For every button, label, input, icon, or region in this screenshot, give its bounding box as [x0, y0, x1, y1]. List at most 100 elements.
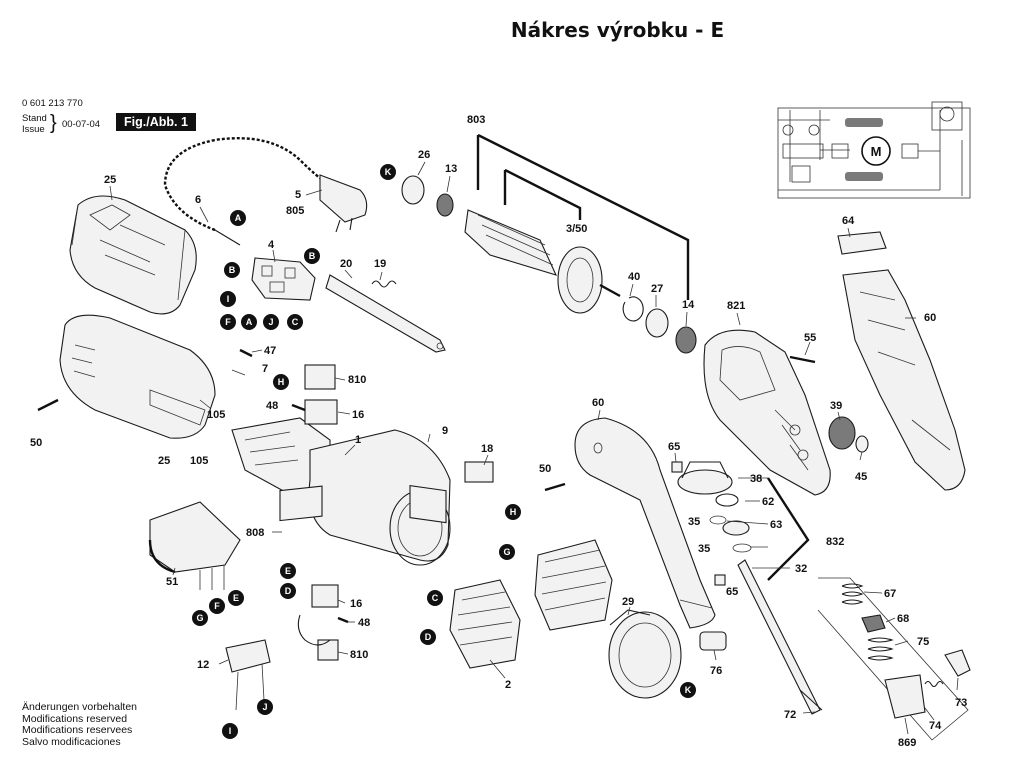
motor-symbol: [861, 136, 891, 166]
brush-holder-16a: [304, 399, 338, 425]
marker: G: [499, 544, 515, 560]
armature-bracket: [476, 133, 690, 300]
part-label: 60: [592, 397, 604, 409]
part-label: 18: [481, 443, 493, 455]
bearing-flange-part: [608, 609, 682, 699]
marker: J: [263, 314, 279, 330]
part-label: 67: [884, 588, 896, 600]
brush-holder-16b: [311, 584, 339, 608]
part-label: 6: [195, 194, 201, 206]
svg-text:D: D: [425, 632, 432, 642]
part-label: 25: [158, 455, 170, 467]
part-label: 55: [804, 332, 816, 344]
part-label: 803: [467, 114, 485, 126]
svg-text:A: A: [235, 213, 242, 223]
part-label: 35: [688, 516, 700, 528]
part-label: 12: [197, 659, 209, 671]
part-label: 7: [262, 363, 268, 375]
part-label: 32: [795, 563, 807, 575]
part-label: 9: [442, 425, 448, 437]
part-label: 65: [668, 441, 680, 453]
marker: I: [220, 291, 236, 307]
screw-55: [789, 355, 816, 364]
chuck-assembly-part: [817, 577, 971, 741]
part-label: 60: [924, 312, 936, 324]
part-label: 105: [190, 455, 208, 467]
chuck-869: [884, 674, 926, 719]
gear-head-part: [574, 417, 716, 629]
part-label: 805: [286, 205, 304, 217]
cover-plate-64: [837, 231, 887, 255]
issue-label: Issue: [22, 124, 45, 135]
part-label: 75: [917, 636, 929, 648]
rear-handle-part: [842, 269, 966, 491]
part-label: 821: [727, 300, 745, 312]
part-label: 40: [628, 271, 640, 283]
marker: H: [273, 374, 289, 390]
part-label: 45: [855, 471, 867, 483]
marker: A: [230, 210, 246, 226]
capacitor-part: [225, 639, 271, 711]
brush-lead: [297, 614, 331, 646]
part-label: 19: [374, 258, 386, 270]
part-label: 27: [651, 283, 663, 295]
pin-65b: [714, 574, 726, 586]
spring-67: [841, 583, 864, 605]
sleeve-76: [699, 631, 727, 651]
part-label: 869: [898, 737, 916, 749]
part-label: 74: [929, 720, 942, 732]
disclaimer-line: Modifications reserved: [22, 712, 128, 725]
marker: A: [241, 314, 257, 330]
svg-text:G: G: [196, 613, 203, 623]
part-label: 65: [726, 586, 738, 598]
spindle-assembly-part: [671, 461, 823, 715]
terminal-18: [464, 461, 494, 483]
switch-part: [251, 257, 316, 301]
drawing-part-number: 0 601 213 770: [22, 98, 83, 109]
marker: K: [680, 682, 696, 698]
brush-holder-810a: [304, 364, 336, 390]
marker: C: [427, 590, 443, 606]
part-label: 50: [539, 463, 551, 475]
svg-text:E: E: [285, 566, 291, 576]
plug-part: [319, 174, 368, 223]
part-label: 72: [784, 709, 796, 721]
spring-74: [924, 680, 944, 688]
part-label: 51: [166, 576, 178, 588]
brush-top: [845, 118, 883, 127]
field-coil-part: [449, 539, 613, 669]
svg-text:F: F: [214, 601, 220, 611]
marker: F: [209, 598, 225, 614]
wiring-schematic: M: [777, 101, 971, 199]
svg-text:C: C: [292, 317, 299, 327]
screw-50b: [544, 482, 566, 492]
label-plate-9: [409, 484, 447, 524]
schematic-frame: [777, 107, 971, 199]
part-label: 20: [340, 258, 352, 270]
svg-text:A: A: [246, 317, 253, 327]
marker: E: [228, 590, 244, 606]
part-label: 13: [445, 163, 457, 175]
part-label: 38: [750, 473, 762, 485]
marker: D: [420, 629, 436, 645]
screw-48b: [337, 616, 349, 624]
marker: F: [220, 314, 236, 330]
part-label: 16: [352, 409, 364, 421]
svg-text:B: B: [309, 251, 316, 261]
svg-text:G: G: [503, 547, 510, 557]
part-label: 29: [622, 596, 634, 608]
power-cable-part: [163, 137, 368, 246]
washer-45: [855, 435, 869, 453]
marker: C: [287, 314, 303, 330]
disclaimer-line: Modifications reservees: [22, 724, 133, 737]
stand-label: Stand: [22, 113, 47, 124]
part-label: 2: [505, 679, 511, 691]
marker: D: [280, 583, 296, 599]
part-label: 25: [104, 174, 116, 186]
leader-lines: [109, 161, 959, 735]
part-label: 73: [955, 697, 967, 709]
part-label: 1: [355, 434, 361, 446]
part-label: 64: [842, 215, 855, 227]
part-label: 47: [264, 345, 276, 357]
screw-50a: [37, 398, 59, 412]
